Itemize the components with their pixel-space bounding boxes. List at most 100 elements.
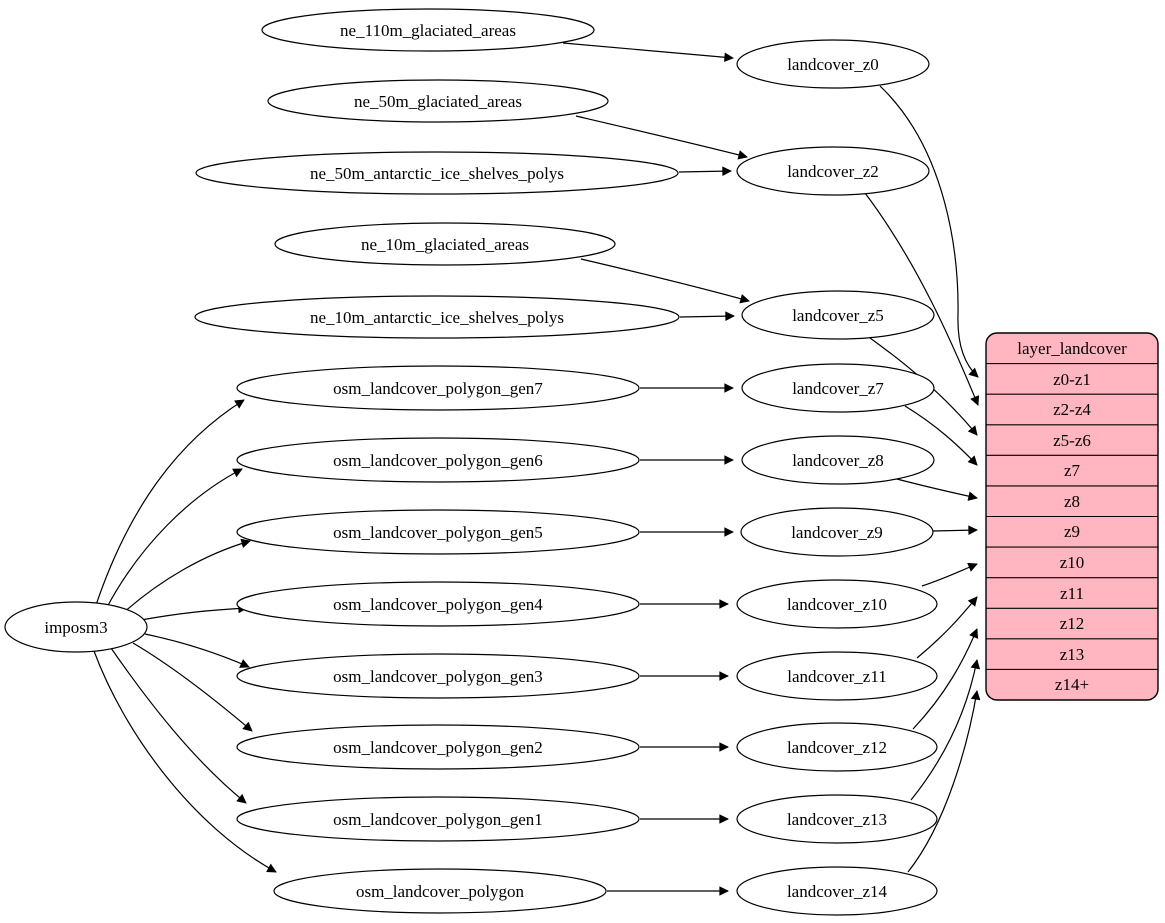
node-ellipse <box>195 151 679 195</box>
node-label: landcover_z2 <box>787 162 879 181</box>
record-row-z5-z6: z5-z6 <box>1053 431 1091 450</box>
node-label: landcover_z11 <box>787 667 886 686</box>
node-label: imposm3 <box>44 618 107 637</box>
node-ellipse <box>736 146 930 196</box>
node-label: osm_landcover_polygon_gen4 <box>333 595 543 614</box>
node-ellipse <box>236 724 640 770</box>
edge-z10-to-row-z10 <box>921 562 978 587</box>
edge-imposm3-to-gen5 <box>121 538 251 615</box>
node-ellipse <box>236 581 640 627</box>
node-landcover-z13: landcover_z13 <box>736 794 938 844</box>
node-ellipse <box>736 39 930 89</box>
edge-imposm3-to-gen2 <box>132 642 253 732</box>
node-osm-landcover-polygon-gen6: osm_landcover_polygon_gen6 <box>236 437 640 483</box>
node-osm-landcover-polygon-gen5: osm_landcover_polygon_gen5 <box>236 509 640 555</box>
node-ellipse <box>236 437 640 483</box>
node-label: landcover_z5 <box>792 306 884 325</box>
node-label: ne_50m_glaciated_areas <box>354 92 522 111</box>
node-label: ne_10m_antarctic_ice_shelves_polys <box>310 308 564 327</box>
record-row-z13: z13 <box>1060 645 1085 664</box>
record-row-z12: z12 <box>1060 614 1085 633</box>
node-ne-10m-glaciated-areas: ne_10m_glaciated_areas <box>274 222 616 266</box>
node-label: landcover_z8 <box>792 451 884 470</box>
node-ellipse <box>267 79 609 123</box>
record-title: layer_landcover <box>1017 339 1127 358</box>
node-landcover-z10: landcover_z10 <box>736 579 938 629</box>
node-label: landcover_z10 <box>787 595 887 614</box>
node-label: landcover_z14 <box>787 882 888 901</box>
node-ne-10m-antarctic-ice-shelves-polys: ne_10m_antarctic_ice_shelves_polys <box>194 295 680 339</box>
record-row-z8: z8 <box>1064 492 1080 511</box>
node-ellipse <box>736 651 938 701</box>
edge-z8-to-row-z8 <box>892 477 978 501</box>
edge-z9-to-row-z9 <box>932 525 978 535</box>
node-landcover-z11: landcover_z11 <box>736 651 938 701</box>
edge-z11-to-row-z11 <box>916 596 978 659</box>
node-label: osm_landcover_polygon_gen2 <box>333 738 543 757</box>
node-label: landcover_z9 <box>791 523 883 542</box>
node-landcover-z7: landcover_z7 <box>741 363 935 413</box>
edge-z13-to-row-z13 <box>910 659 981 801</box>
record-row-z9: z9 <box>1064 522 1080 541</box>
node-ellipse <box>736 722 938 772</box>
node-ne-50m-glaciated-areas: ne_50m_glaciated_areas <box>267 79 609 123</box>
node-ellipse <box>236 653 640 699</box>
edge-z12-to-row-z12 <box>912 628 979 730</box>
edge-ne10m-antarctic-to-z5 <box>679 311 735 321</box>
node-label: ne_110m_glaciated_areas <box>340 21 516 40</box>
node-landcover-z5: landcover_z5 <box>741 290 935 340</box>
node-landcover-z14: landcover_z14 <box>736 866 938 916</box>
node-label: landcover_z0 <box>787 55 879 74</box>
edges-layer <box>93 42 981 896</box>
node-osm-landcover-polygon-gen2: osm_landcover_polygon_gen2 <box>236 724 640 770</box>
node-label: osm_landcover_polygon_gen3 <box>333 667 543 686</box>
node-ellipse <box>194 295 680 339</box>
node-ellipse <box>736 579 938 629</box>
node-landcover-z0: landcover_z0 <box>736 39 930 89</box>
node-label: osm_landcover_polygon_gen1 <box>333 810 543 829</box>
node-landcover-z9: landcover_z9 <box>740 507 934 557</box>
node-label: ne_10m_glaciated_areas <box>361 235 529 254</box>
record-row-z14plus: z14+ <box>1055 675 1089 694</box>
edge-z14-to-row-z14plus <box>907 690 981 873</box>
node-ellipse <box>274 222 616 266</box>
node-osm-landcover-polygon-gen1: osm_landcover_polygon_gen1 <box>236 796 640 842</box>
record-row-z7: z7 <box>1064 461 1081 480</box>
node-osm-landcover-polygon-gen4: osm_landcover_polygon_gen4 <box>236 581 640 627</box>
node-ellipse <box>741 363 935 413</box>
edge-ne10m-glaciated-to-z5 <box>580 258 750 304</box>
edge-ne50m-glaciated-to-z2 <box>575 115 748 160</box>
edge-imposm3-to-gen6 <box>105 468 243 610</box>
node-ellipse <box>236 796 640 842</box>
node-landcover-z8: landcover_z8 <box>741 435 935 485</box>
node-ellipse <box>741 435 935 485</box>
node-ellipse <box>736 866 938 916</box>
node-ellipse <box>273 868 607 914</box>
node-label: osm_landcover_polygon_gen7 <box>333 379 543 398</box>
node-label: osm_landcover_polygon_gen6 <box>333 451 543 470</box>
edge-ne50m-antarctic-to-z2 <box>678 166 732 176</box>
node-label: ne_50m_antarctic_ice_shelves_polys <box>310 164 564 183</box>
node-label: landcover_z13 <box>787 810 887 829</box>
edge-imposm3-to-gen7 <box>95 399 245 606</box>
node-osm-landcover-polygon: osm_landcover_polygon <box>273 868 607 914</box>
node-ellipse <box>740 507 934 557</box>
node-landcover-z2: landcover_z2 <box>736 146 930 196</box>
node-ne-110m-glaciated-areas: ne_110m_glaciated_areas <box>261 8 595 52</box>
edge-imposm3-to-gen4 <box>140 603 248 621</box>
edge-imposm3-to-gen3 <box>144 633 250 668</box>
record-row-z2-z4: z2-z4 <box>1053 400 1091 419</box>
node-ellipse <box>4 601 148 653</box>
node-ellipse <box>736 794 938 844</box>
edge-ne110m-glaciated-to-z0 <box>562 42 734 63</box>
node-osm-landcover-polygon-gen7: osm_landcover_polygon_gen7 <box>236 365 640 411</box>
node-imposm3: imposm3 <box>4 601 148 653</box>
node-ellipse <box>741 290 935 340</box>
node-osm-landcover-polygon-gen3: osm_landcover_polygon_gen3 <box>236 653 640 699</box>
node-ellipse <box>236 509 640 555</box>
record-row-z10: z10 <box>1060 553 1085 572</box>
node-label: landcover_z12 <box>787 738 887 757</box>
record-layer-landcover: layer_landcover z0-z1 z2-z4 z5-z6 z7 z8 … <box>985 332 1159 701</box>
